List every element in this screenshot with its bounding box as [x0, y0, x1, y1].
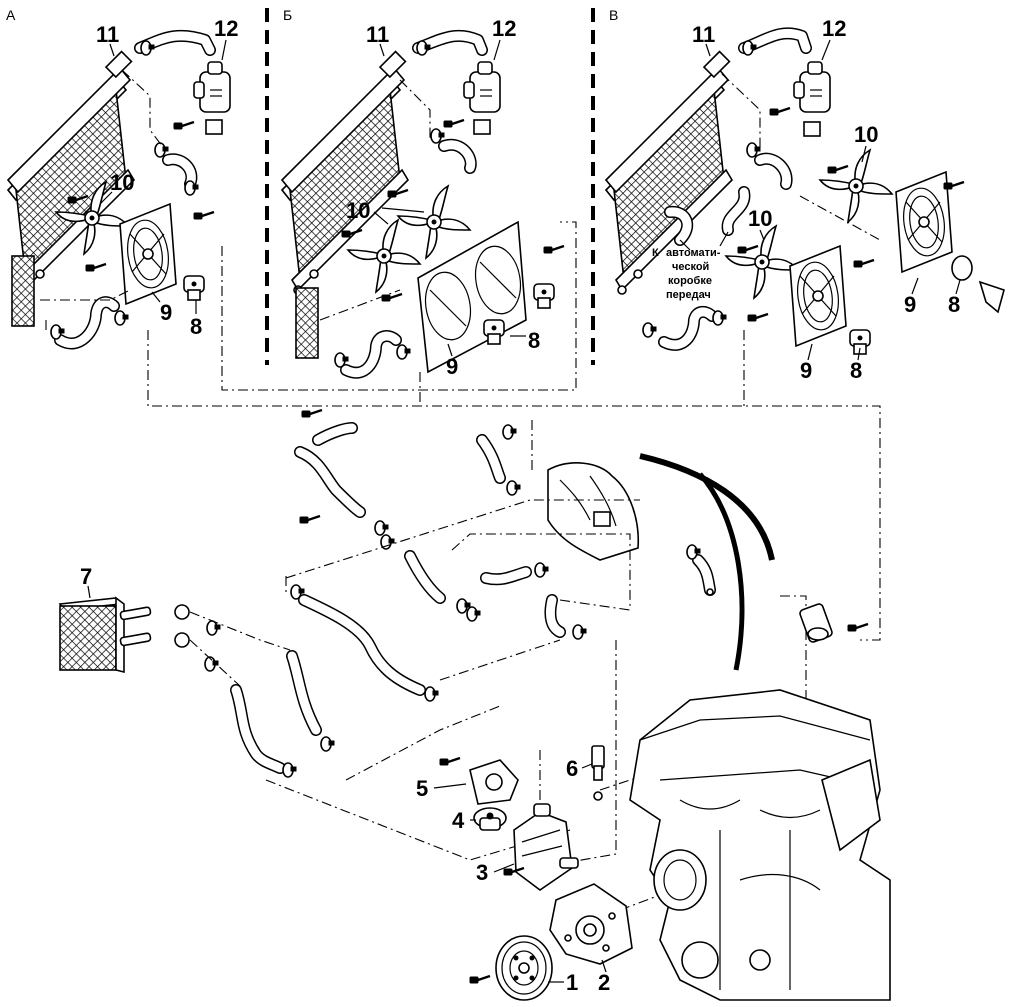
callout-10: 10 [110, 170, 134, 195]
panel-a: А 11 12 10 9 8 [6, 7, 238, 350]
twin-fan-shroud [417, 220, 527, 374]
intake-manifold [547, 462, 640, 561]
connection-line [147, 330, 881, 641]
heater-core [58, 596, 152, 674]
variant-letter: Б [283, 7, 292, 23]
callout-6: 6 [566, 756, 578, 781]
coolant-reservoir [793, 61, 831, 113]
water-outlet [799, 603, 833, 643]
callout-2: 2 [598, 970, 610, 995]
pump-pulley [495, 935, 553, 1001]
variant-letter: В [609, 7, 618, 23]
callout-1: 1 [566, 970, 578, 995]
callout-7: 7 [80, 564, 92, 589]
callout-8: 8 [948, 292, 960, 317]
svg-text:автомати-: автомати- [666, 247, 721, 259]
fan-impeller [819, 149, 893, 223]
callout-4: 4 [452, 808, 465, 833]
callout-12: 12 [822, 16, 846, 41]
bracket [978, 280, 1005, 314]
callout-12: 12 [492, 16, 516, 41]
fan-shroud [119, 203, 177, 305]
fan-motor [533, 283, 555, 309]
svg-text:коробке: коробке [668, 275, 712, 287]
atf-note: К автомати- ческой коробке передач [652, 247, 721, 301]
svg-text:ческой: ческой [672, 261, 709, 273]
callout-9: 9 [446, 354, 458, 379]
fan-impeller [397, 185, 471, 259]
contour-line [639, 453, 775, 561]
side-panel [11, 255, 35, 327]
temperature-sensor [591, 745, 605, 801]
water-pump [549, 883, 633, 965]
panel-c: В К автомати- ческой коробке передач [605, 7, 1005, 383]
callout-11: 11 [96, 22, 119, 47]
grommet [174, 632, 190, 648]
callout-8: 8 [190, 314, 202, 339]
side-panel [295, 287, 319, 359]
callout-8: 8 [850, 358, 862, 383]
callout-5: 5 [416, 776, 428, 801]
coolant-reservoir [193, 61, 231, 113]
callout-9: 9 [160, 300, 172, 325]
callout-11: 11 [366, 22, 389, 47]
fan-shroud [789, 245, 847, 347]
variant-letter: А [6, 7, 16, 23]
thermostat-cover [469, 759, 519, 805]
callout-10: 10 [346, 198, 370, 223]
callout-3: 3 [476, 860, 488, 885]
grommet [174, 604, 190, 620]
fan-motor [183, 275, 205, 301]
svg-text:К: К [652, 247, 659, 259]
callout-9: 9 [800, 358, 812, 383]
thermostat [473, 807, 507, 831]
panel-b: Б 11 12 [281, 7, 566, 379]
coolant-reservoir [463, 61, 501, 113]
callout-9: 9 [904, 292, 916, 317]
callout-12: 12 [214, 16, 238, 41]
callout-8: 8 [528, 328, 540, 353]
callout-10: 10 [748, 206, 772, 231]
callout-11: 11 [692, 22, 715, 47]
svg-text:передач: передач [666, 289, 711, 301]
water-inlet-housing [513, 803, 579, 891]
engine-block [629, 689, 891, 1001]
fan-motor [951, 255, 973, 281]
fan-impeller [725, 225, 799, 299]
callout-10: 10 [854, 122, 878, 147]
